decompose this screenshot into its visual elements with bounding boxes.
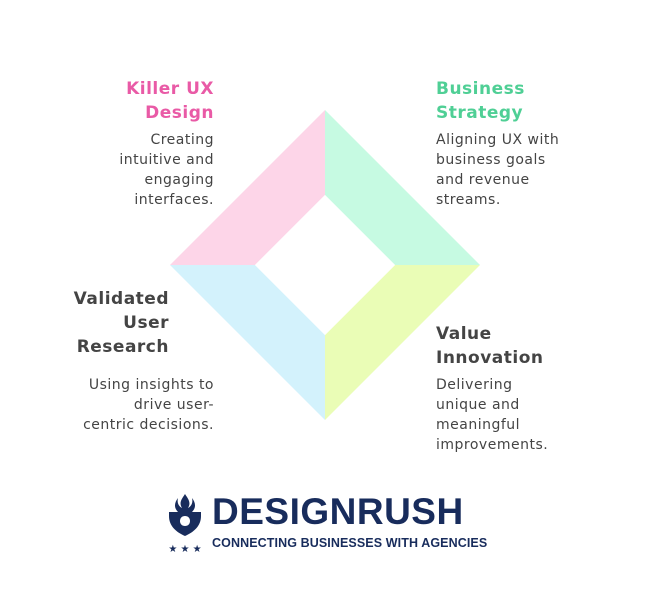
validated-user-research-description: Using insights to drive user- centric de… (83, 377, 214, 433)
designrush-logo: ★ ★ ★ DESIGNRUSH CONNECTING BUSINESSES W… (165, 490, 487, 560)
killer-ux-design-description: Creating intuitive and engaging interfac… (119, 132, 214, 208)
quadrant-business-strategy (325, 110, 480, 265)
designrush-wordmark: DESIGNRUSH (212, 491, 464, 532)
diamond-center (255, 195, 395, 335)
designrush-tagline: CONNECTING BUSINESSES WITH AGENCIES (212, 536, 488, 550)
quadrant-validated-user-research (170, 265, 325, 420)
svg-text:★ ★ ★: ★ ★ ★ (168, 544, 201, 555)
business-strategy-title: Business Strategy (436, 79, 525, 123)
business-strategy-description: Aligning UX with business goals and reve… (436, 132, 560, 208)
quadrant-killer-ux-design (170, 110, 325, 265)
killer-ux-design-title: Killer UX Design (126, 79, 214, 123)
value-innovation-title: Value Innovation (436, 324, 544, 368)
value-innovation-description: Delivering unique and meaningful improve… (436, 377, 549, 453)
quadrant-value-innovation (325, 265, 480, 420)
validated-user-research-title: Validated User Research (73, 289, 169, 357)
designrush-shield-icon: ★ ★ ★ (168, 494, 202, 555)
